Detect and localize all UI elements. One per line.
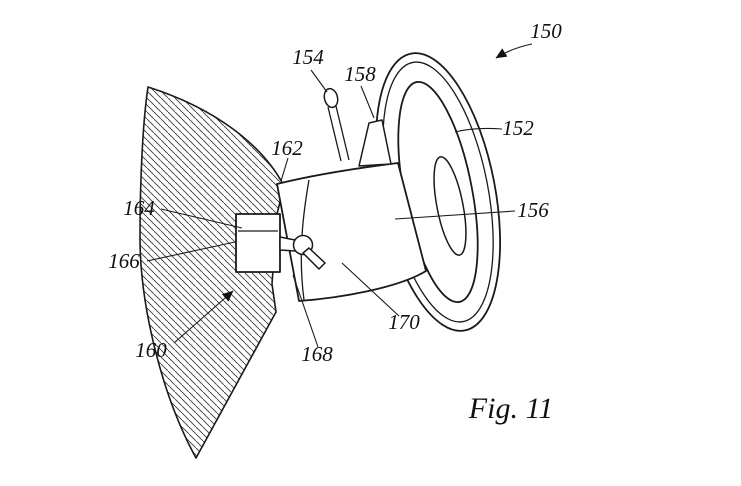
- ref-label-156: 156: [517, 198, 549, 222]
- bracket-body: [235, 213, 281, 273]
- ref-label-170: 170: [388, 310, 420, 334]
- ref-label-154: 154: [292, 45, 324, 69]
- pivot-link-rod: [302, 247, 326, 270]
- steering-column: [276, 162, 427, 302]
- ref-label-150: 150: [530, 19, 562, 43]
- reference-labels: 150 154 158 152 162 164 156 166 160 170 …: [108, 19, 562, 366]
- stalk-body: [358, 119, 392, 167]
- ref-label-158: 158: [344, 62, 376, 86]
- leader-lines: [146, 43, 533, 348]
- leader-164: [160, 208, 243, 229]
- leader-156: [394, 210, 516, 220]
- ref-label-162: 162: [271, 136, 303, 160]
- leader-168: [292, 274, 319, 348]
- wheel-hub: [433, 156, 467, 256]
- ref-label-152: 152: [502, 116, 534, 140]
- leader-170: [341, 262, 400, 317]
- leader-166: [146, 241, 236, 262]
- instrument-panel-section: [139, 86, 285, 459]
- ref-label-160: 160: [135, 338, 167, 362]
- instrument-panel-hatch: [139, 86, 285, 459]
- leader-160-arrow: [173, 290, 234, 344]
- column-housing: [276, 162, 427, 302]
- stalk-shaft-line-right: [335, 105, 350, 161]
- ref-label-168: 168: [301, 342, 333, 366]
- mounting-bracket: [235, 213, 326, 273]
- ref-label-164: 164: [123, 196, 155, 220]
- stalk-shaft-line-left: [327, 106, 342, 162]
- leader-154: [310, 69, 328, 93]
- leader-152: [454, 127, 503, 133]
- pivot-arm: [279, 236, 296, 252]
- figure-caption: Fig. 11: [468, 392, 553, 425]
- control-stalk-turn-signal: [323, 87, 350, 162]
- leader-150-arrow: [495, 43, 533, 59]
- leader-158: [360, 85, 375, 119]
- ref-label-166: 166: [108, 249, 140, 273]
- leader-162: [280, 157, 289, 182]
- stalk-knob: [323, 87, 339, 109]
- control-stalk-wiper: [358, 119, 392, 167]
